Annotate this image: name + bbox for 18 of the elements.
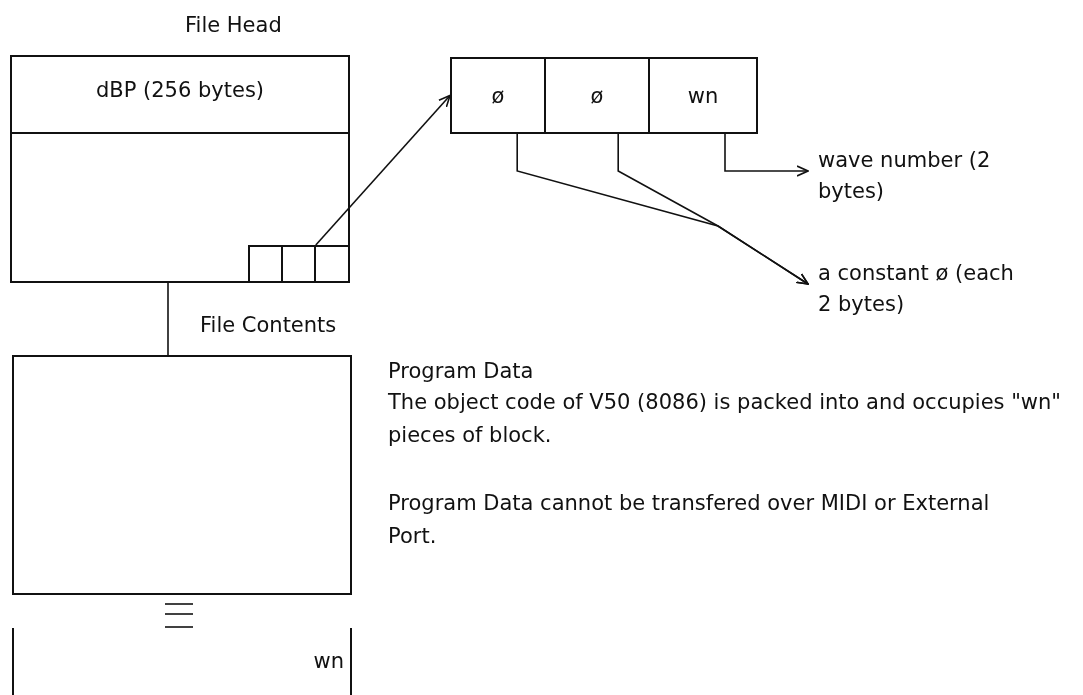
description-text: Program Data cannot be transfered over MIDI or External Port.: [388, 490, 991, 550]
description-text: The object code of V50 (8086) is packed into and occupies "wn" pieces of block.: [388, 389, 1062, 449]
block-heading: File Head: [185, 12, 282, 39]
arrow: [724, 133, 809, 177]
memory-cell: ø: [450, 57, 546, 134]
memory-cell: wn: [648, 57, 758, 134]
arrow: [315, 94, 451, 246]
memory-block: [12, 628, 352, 695]
block-heading: File Contents: [200, 312, 337, 339]
connector-line: [167, 282, 169, 356]
arrow: [617, 133, 809, 285]
memory-cell: [248, 245, 283, 283]
annotation-text: a constant ø (each 2 bytes): [818, 258, 1018, 320]
memory-cell: ø: [544, 57, 650, 134]
block-field-label: dBP (256 bytes): [94, 77, 266, 104]
annotation-text: wave number (2 bytes): [818, 145, 993, 207]
section-heading: Program Data: [388, 358, 534, 385]
block-field-label: wn: [313, 648, 344, 675]
